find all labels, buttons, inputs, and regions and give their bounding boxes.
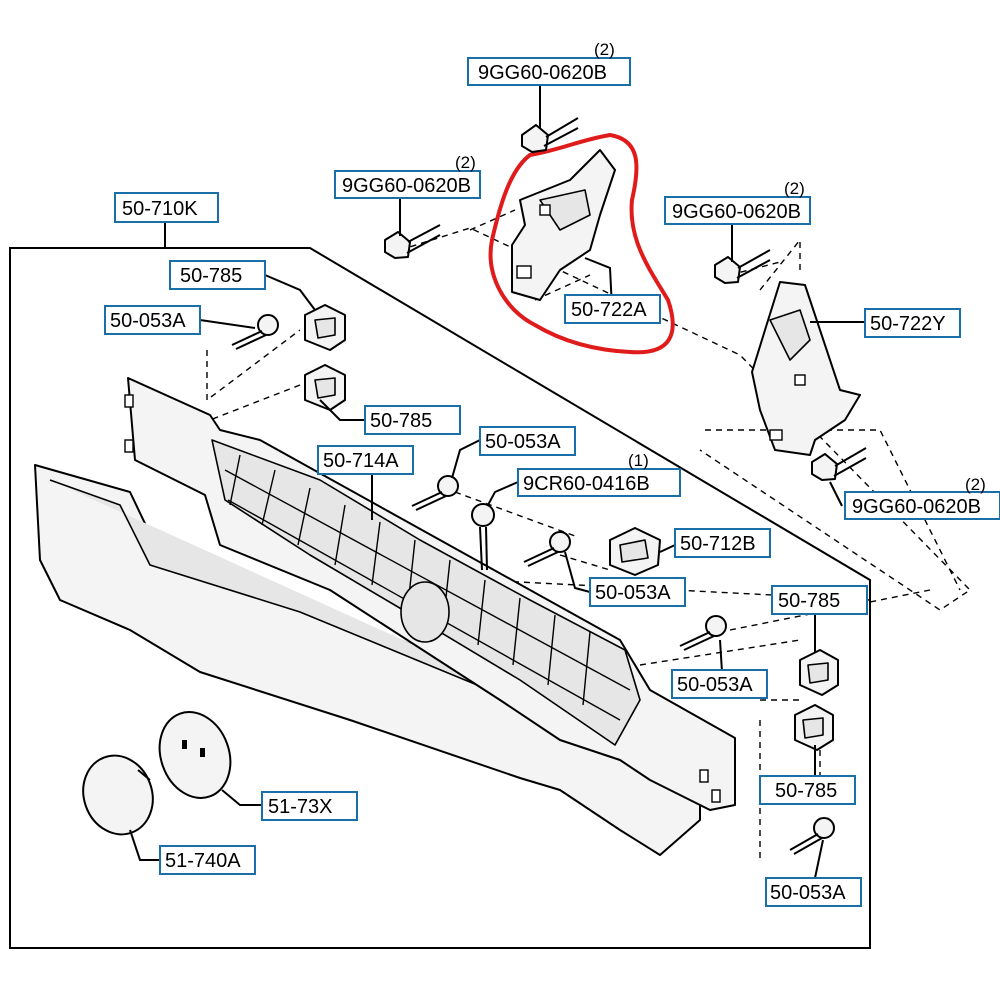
- callout-9gg60-0620b-right: 9GG60-0620B (2): [664, 179, 811, 225]
- screw-50-053a-e: [789, 817, 835, 855]
- callout-50-053a-d: 50-053A: [671, 669, 768, 699]
- callout-9cr60-0416b: 9CR60-0416B (1): [517, 451, 681, 497]
- callout-label: 50-785: [775, 780, 837, 802]
- callout-50-785-b: 50-785: [364, 405, 461, 435]
- callout-50-722a: 50-722A: [564, 294, 661, 324]
- callout-label: 50-053A: [595, 582, 671, 604]
- bolt-9gg60-left: [384, 224, 441, 259]
- callout-label: 9GG60-0620B: [852, 496, 981, 518]
- cap-51-73x: [158, 711, 232, 799]
- callout-label: 50-714A: [323, 450, 399, 472]
- leader-lines: [129, 85, 865, 879]
- callout-label: 50-722A: [571, 299, 647, 321]
- callout-9gg60-0620b-top: 9GG60-0620B (2): [467, 40, 631, 86]
- callout-label: 50-785: [778, 590, 840, 612]
- clip-50-785-b: [304, 364, 346, 411]
- clip-50-785-c: [799, 649, 839, 696]
- callout-50-785-a: 50-785: [169, 260, 266, 290]
- callout-label: 50-722Y: [870, 313, 946, 335]
- clip-50-712b: [609, 527, 661, 576]
- callout-label: 50-712B: [680, 533, 756, 555]
- callout-qty: (2): [594, 40, 615, 59]
- callout-label: 50-053A: [770, 882, 846, 904]
- callout-qty: (1): [628, 451, 649, 470]
- callout-50-714a: 50-714A: [317, 445, 414, 475]
- screw-50-053a-c: [523, 531, 571, 567]
- callout-label: 50-053A: [677, 674, 753, 696]
- callout-qty: (2): [455, 153, 476, 172]
- callout-50-710k: 50-710K: [114, 192, 219, 223]
- callout-label: 50-785: [370, 410, 432, 432]
- grille-frame: [124, 377, 736, 811]
- callout-label: 51-740A: [165, 850, 241, 872]
- callout-label: 50-710K: [122, 198, 198, 220]
- screw-50-053a-b: [411, 475, 459, 511]
- bracket-50-722a: [511, 149, 616, 301]
- callout-50-712b: 50-712B: [674, 528, 771, 558]
- callout-51-740a: 51-740A: [159, 845, 256, 875]
- bracket-50-722y: [751, 281, 861, 456]
- callout-label: 50-053A: [110, 310, 186, 332]
- callout-50-053a-b: 50-053A: [479, 426, 576, 456]
- callout-qty: (2): [784, 179, 805, 198]
- bolt-9gg60-top: [521, 117, 579, 153]
- callout-label: 9GG60-0620B: [672, 201, 801, 223]
- callout-label: 50-053A: [485, 431, 561, 453]
- bolt-9gg60-lower-right: [811, 447, 867, 481]
- cap-51-740a: [82, 754, 154, 836]
- callout-50-785-c: 50-785: [771, 585, 868, 615]
- callout-label: 51-73X: [268, 796, 333, 818]
- screw-50-053a-d: [679, 615, 727, 651]
- callout-label: 9GG60-0620B: [342, 175, 471, 197]
- callout-9gg60-0620b-left: 9GG60-0620B (2): [334, 153, 481, 199]
- clip-50-785-a: [304, 304, 346, 351]
- callout-label: 50-785: [180, 265, 242, 287]
- callout-label: 9CR60-0416B: [523, 473, 650, 495]
- assembly-outline: [9, 222, 871, 949]
- callout-50-785-d: 50-785: [759, 775, 856, 805]
- screw-50-053a-a: [231, 314, 279, 350]
- callout-50-053a-a: 50-053A: [104, 305, 201, 335]
- screw-9cr60: [471, 503, 495, 571]
- callout-50-053a-e: 50-053A: [765, 877, 862, 907]
- callout-50-722y: 50-722Y: [864, 308, 961, 338]
- clip-50-785-d: [794, 704, 834, 751]
- callout-9gg60-0620b-lower: 9GG60-0620B (2): [844, 475, 1000, 520]
- highlight-circle: [488, 132, 675, 355]
- callout-qty: (2): [965, 475, 986, 494]
- bolt-9gg60-right: [714, 249, 771, 284]
- callout-51-73x: 51-73X: [261, 791, 358, 821]
- callout-50-053a-c: 50-053A: [589, 577, 686, 607]
- callout-label: 9GG60-0620B: [478, 62, 607, 84]
